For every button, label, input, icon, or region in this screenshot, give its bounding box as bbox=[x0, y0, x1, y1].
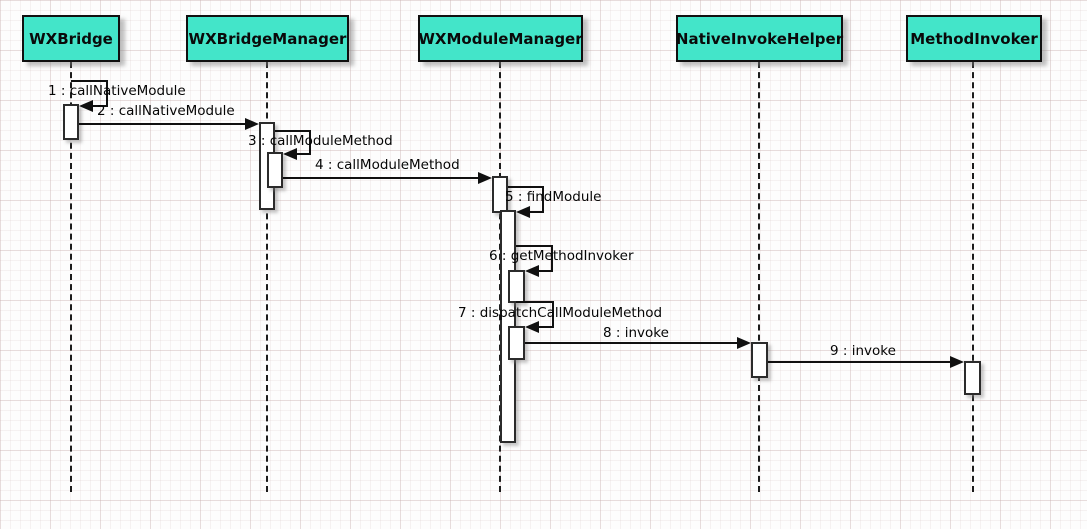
message-label-msg-2: 2 : callNativeModule bbox=[97, 103, 235, 119]
activation-bar-act-methodinvoker-1 bbox=[964, 361, 981, 395]
message-arrowhead-msg-1 bbox=[79, 100, 93, 112]
lifeline-head-wxbridge: WXBridge bbox=[22, 15, 120, 62]
message-arrowhead-msg-2 bbox=[245, 118, 259, 130]
message-label-msg-7: 7 : dispatchCallModuleMethod bbox=[458, 305, 663, 321]
message-line-bottom-msg-1 bbox=[91, 105, 108, 107]
message-label-msg-8: 8 : invoke bbox=[603, 325, 669, 341]
lifeline-label: WXModuleManager bbox=[418, 29, 583, 48]
message-arrowhead-msg-8 bbox=[737, 337, 751, 349]
message-label-msg-1: 1 : callNativeModule bbox=[48, 83, 186, 99]
lifeline-head-wxbridge-manager: WXBridgeManager bbox=[186, 15, 349, 62]
activation-bar-act-bridgemgr-2 bbox=[267, 152, 283, 188]
activation-bar-act-wxbridge-1 bbox=[63, 104, 79, 140]
message-line-right-msg-3 bbox=[309, 130, 311, 155]
message-line-right-msg-5 bbox=[542, 186, 544, 213]
message-line-top-msg-5 bbox=[508, 186, 544, 188]
message-line-top-msg-6 bbox=[516, 245, 553, 247]
message-line-right-msg-7 bbox=[552, 301, 554, 328]
activation-bar-act-invokehelper-1 bbox=[751, 342, 768, 378]
message-label-msg-3: 3 : callModuleMethod bbox=[248, 133, 393, 149]
lifeline-label: WXBridgeManager bbox=[188, 29, 347, 48]
message-line-top-msg-1 bbox=[71, 80, 108, 82]
message-line-msg-8 bbox=[525, 342, 739, 344]
lifeline-native-invoke-helper bbox=[758, 62, 760, 492]
message-arrowhead-msg-9 bbox=[950, 356, 964, 368]
message-label-msg-9: 9 : invoke bbox=[830, 343, 896, 359]
activation-bar-act-modulemgr-3 bbox=[508, 270, 525, 303]
message-line-top-msg-3 bbox=[275, 130, 311, 132]
message-arrowhead-msg-3 bbox=[283, 148, 297, 160]
message-line-right-msg-6 bbox=[551, 245, 553, 272]
message-arrowhead-msg-7 bbox=[525, 321, 539, 333]
message-label-msg-6: 6 : getMethodInvoker bbox=[489, 248, 634, 264]
message-arrowhead-msg-4 bbox=[478, 172, 492, 184]
lifeline-wxbridge bbox=[70, 62, 72, 492]
message-arrowhead-msg-6 bbox=[525, 265, 539, 277]
activation-bar-act-modulemgr-4 bbox=[508, 326, 525, 360]
message-line-msg-4 bbox=[283, 177, 480, 179]
message-label-msg-4: 4 : callModuleMethod bbox=[315, 157, 460, 173]
lifeline-head-native-invoke-helper: NativeInvokeHelper bbox=[676, 15, 843, 62]
message-line-top-msg-7 bbox=[516, 301, 554, 303]
message-arrowhead-msg-5 bbox=[516, 206, 530, 218]
message-label-msg-5: 5 : findModule bbox=[505, 189, 602, 205]
lifeline-label: MethodInvoker bbox=[910, 29, 1038, 48]
message-line-bottom-msg-5 bbox=[528, 211, 544, 213]
message-line-msg-9 bbox=[768, 361, 952, 363]
lifeline-label: NativeInvokeHelper bbox=[675, 29, 844, 48]
message-line-bottom-msg-6 bbox=[537, 270, 553, 272]
lifeline-head-method-invoker: MethodInvoker bbox=[906, 15, 1042, 62]
lifeline-wxbridge-manager bbox=[266, 62, 268, 492]
lifeline-method-invoker bbox=[972, 62, 974, 492]
lifeline-head-wxmodule-manager: WXModuleManager bbox=[418, 15, 583, 62]
message-line-bottom-msg-7 bbox=[537, 326, 554, 328]
message-line-bottom-msg-3 bbox=[295, 153, 311, 155]
lifeline-label: WXBridge bbox=[29, 29, 113, 48]
message-line-right-msg-1 bbox=[106, 80, 108, 107]
message-line-msg-2 bbox=[79, 123, 247, 125]
